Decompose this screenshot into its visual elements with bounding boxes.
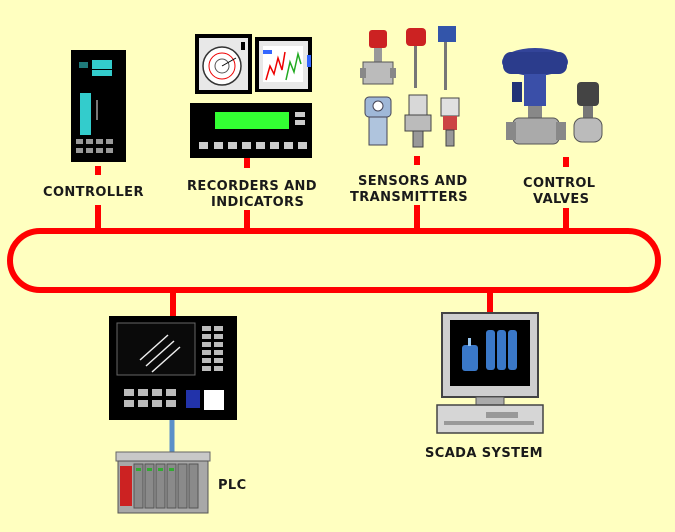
recorders-label-line1: RECORDERS AND <box>187 179 317 194</box>
sensors-connector <box>414 156 420 165</box>
analyzer-transmitter-icon <box>440 97 460 147</box>
controller-device-icon <box>71 50 126 162</box>
digital-indicator-icon <box>190 103 312 158</box>
controller-label: CONTROLLER <box>43 185 144 200</box>
valves-label-line1: CONTROL <box>523 176 596 191</box>
plc-label: PLC <box>218 478 247 493</box>
recorders-connector <box>244 158 250 168</box>
sensors-label-line2: TRANSMITTERS <box>350 190 469 205</box>
trend-display-icon <box>255 37 312 92</box>
recorders-label-line2: INDICATORS <box>211 195 305 210</box>
flow-transmitter-icon <box>360 30 396 85</box>
scada-workstation-icon <box>436 312 544 434</box>
valves-label-line2: VALVES <box>533 192 590 207</box>
scada-label: SCADA SYSTEM <box>425 446 543 461</box>
sensors-label-line1: SENSORS AND <box>358 174 468 189</box>
network-bus-ring <box>7 228 661 293</box>
controller-connector <box>95 166 101 175</box>
level-transmitter-icon <box>438 26 456 90</box>
pressure-transmitter-icon <box>364 96 392 146</box>
globe-control-valve-icon <box>502 48 568 145</box>
plc-rack-icon <box>115 451 211 514</box>
operator-terminal-icon <box>109 316 237 420</box>
dp-transmitter-icon <box>404 94 432 148</box>
chart-recorder-icon <box>195 34 252 94</box>
valves-connector <box>563 157 569 167</box>
rotary-control-valve-icon <box>573 82 603 143</box>
temperature-transmitter-icon <box>406 28 426 88</box>
